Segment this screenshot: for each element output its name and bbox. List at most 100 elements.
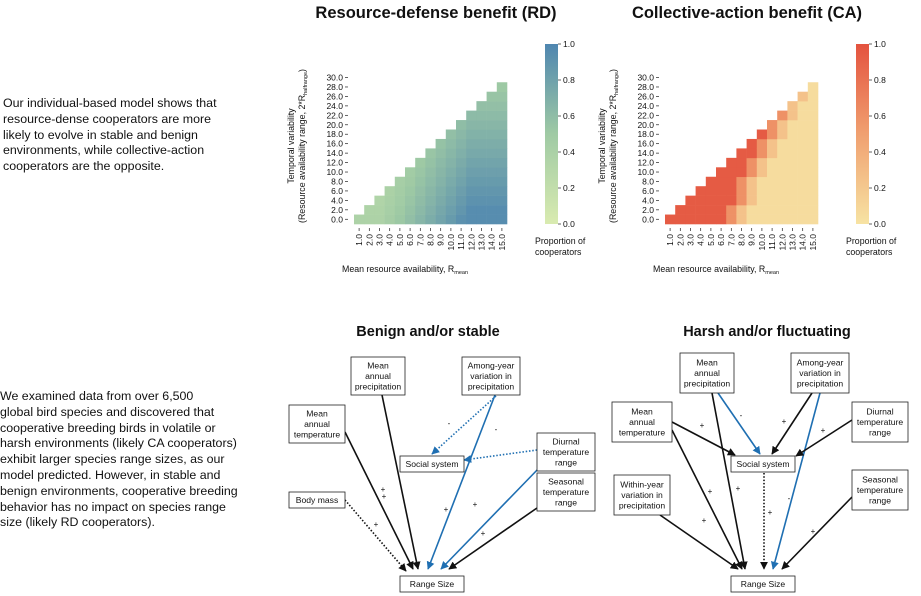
node-label: precipitation: [355, 381, 402, 391]
heatmap-cell: [466, 110, 477, 121]
x-tick-label: 6.0: [405, 234, 415, 246]
text-line: We examined data from over 6,500: [0, 389, 194, 403]
path-diagrams: Benign and/or stable++++++--Meanannualpr…: [288, 324, 909, 593]
node-box: [399, 455, 465, 473]
heatmap-cell: [374, 195, 385, 206]
heatmap-cell: [756, 195, 768, 206]
x-tick-label: 2.0: [675, 234, 685, 246]
y-axis-label-line: (Resource availability range, 2*Rhalfran…: [297, 69, 309, 223]
heatmap-cell: [405, 176, 416, 187]
node-label: temperature: [543, 487, 590, 497]
heatmap-cell: [425, 167, 436, 178]
heatmap-cell: [456, 120, 467, 130]
path-sign-label: +: [702, 516, 707, 525]
node-box: [790, 352, 850, 394]
heatmap-cell: [807, 120, 819, 130]
y-axis-label-subscript: halfrange: [614, 72, 620, 95]
node-label: temperature: [619, 427, 666, 437]
x-tick-label: 1.0: [354, 234, 364, 246]
heatmap-cell: [476, 138, 487, 149]
heatmap-cell: [756, 167, 768, 178]
x-tick-label: 10.0: [446, 234, 456, 251]
heatmap-cell: [486, 91, 498, 102]
path-sign-label: +: [736, 484, 741, 493]
heatmap-cell: [736, 195, 747, 206]
path-arrow: [659, 514, 739, 570]
y-axis-label-close: ): [297, 69, 307, 72]
node-box: [851, 469, 909, 511]
node-label: temperature: [857, 417, 904, 427]
heatmap-cell: [726, 214, 737, 225]
heatmap-cell: [476, 120, 487, 130]
y-tick-label: 20.0: [637, 120, 654, 130]
heatmap-cell: [797, 129, 809, 140]
heatmap-cell: [415, 176, 426, 187]
heatmap-cell: [726, 195, 737, 206]
heatmap-cell: [746, 186, 758, 196]
heatmap-cell: [354, 214, 365, 225]
node-label: Mean: [367, 361, 389, 371]
y-tick-label: 20.0: [326, 120, 343, 130]
y-tick-label: 18.0: [637, 129, 654, 139]
path-sign-label: +: [382, 492, 387, 501]
path-sign-label: +: [782, 417, 787, 426]
node-social-system: Social system: [730, 455, 796, 473]
heatmap-cell: [476, 110, 487, 121]
text-line: benign environments, cooperative breedin…: [0, 483, 238, 498]
heatmap-cell: [807, 157, 819, 168]
y-tick-label: 12.0: [637, 158, 654, 168]
heatmap-cell: [486, 157, 498, 168]
y-axis-label-line: (Resource availability range, 2*Rhalfran…: [608, 69, 620, 223]
heatmap-cell: [726, 176, 737, 187]
y-tick-label: 30.0: [637, 73, 654, 83]
path-sign-label: -: [448, 419, 451, 428]
heatmap-cell: [405, 167, 416, 178]
heatmap-cell: [425, 176, 436, 187]
path-sign-label: +: [381, 485, 386, 494]
heatmap-cell: [695, 186, 707, 196]
heatmap-cell: [746, 148, 758, 159]
colorbar-tick-label: 0.6: [563, 111, 575, 121]
heatmap-cell: [496, 138, 508, 149]
x-tick-label: 12.0: [777, 234, 787, 251]
heatmap-cell: [415, 157, 426, 168]
x-tick-label: 3.0: [375, 234, 385, 246]
heatmap-cell: [476, 214, 487, 225]
node-box: [288, 491, 346, 509]
heatmap-cell: [435, 195, 447, 206]
y-tick-label: 10.0: [637, 167, 654, 177]
benign-stable-diagram: Benign and/or stable++++++--Meanannualpr…: [288, 324, 596, 593]
x-axis-label: Mean resource availability, Rmean: [653, 264, 779, 276]
heatmap-cell: [746, 157, 758, 168]
node-label: variation in: [470, 371, 512, 381]
heatmap-cell: [476, 157, 487, 168]
text-line: environments, while collective-action: [3, 143, 205, 158]
heatmap-cell: [756, 205, 768, 215]
x-tick-label: 7.0: [726, 234, 736, 246]
x-tick-label: 5.0: [395, 234, 405, 246]
x-tick-label: 15.0: [497, 234, 507, 251]
heatmap-cell: [476, 186, 487, 196]
node-label: Body mass: [296, 495, 339, 505]
heatmap-cell: [466, 205, 477, 215]
x-tick-label: 1.0: [665, 234, 675, 246]
heatmap-cell: [807, 195, 819, 206]
heatmap-cell: [797, 110, 809, 121]
heatmap-cell: [445, 148, 457, 159]
text-line: behavior has no impact on species range: [0, 499, 226, 514]
path-arrow: [671, 429, 743, 570]
text-line: exhibit larger species range sizes, as o…: [0, 452, 225, 467]
heatmap-cell: [405, 214, 416, 225]
chart-title: Resource-defense benefit (RD): [315, 4, 556, 22]
y-tick-label: 0.0: [642, 214, 654, 224]
node-range-size: Range Size: [730, 575, 796, 593]
node-label: annual: [629, 417, 655, 427]
heatmap-cell: [374, 205, 385, 215]
y-tick-label: 26.0: [326, 91, 343, 101]
heatmap-cell: [695, 195, 707, 206]
node-box: [611, 401, 673, 443]
node-label: Range Size: [741, 579, 786, 589]
x-tick-label: 14.0: [798, 234, 808, 251]
heatmap-cell: [425, 214, 436, 225]
